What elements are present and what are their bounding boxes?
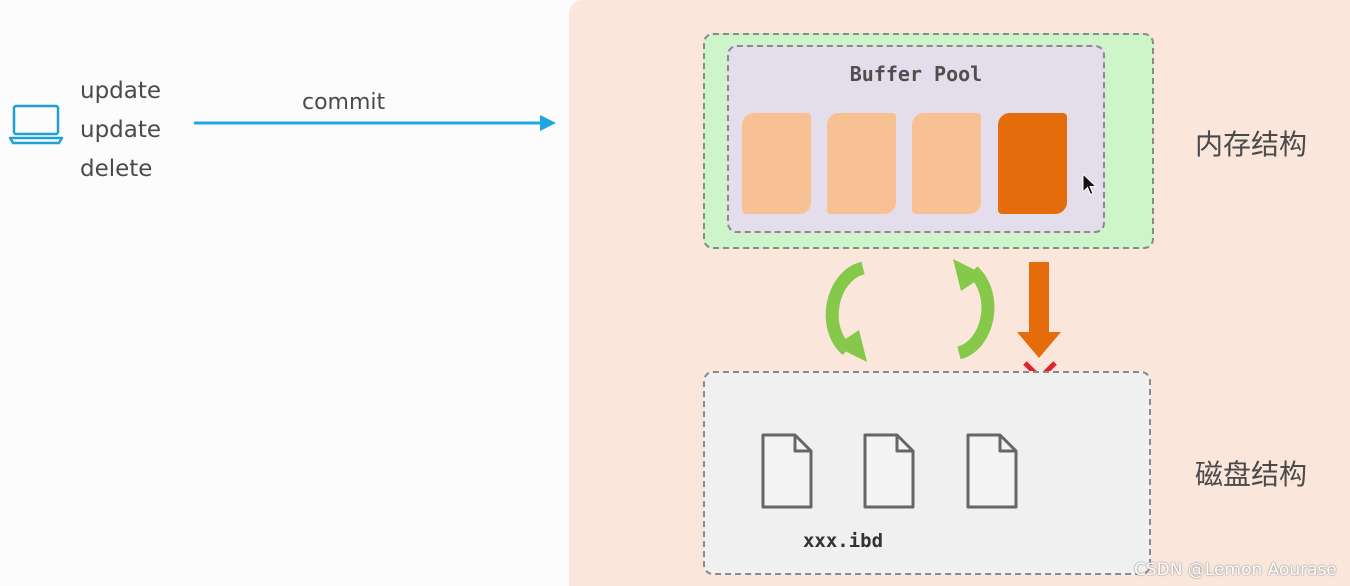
- watermark: CSDN @Lemon Aourase: [1134, 560, 1337, 580]
- operation-item: update: [80, 78, 162, 104]
- buffer-page: [827, 113, 896, 214]
- file-icon: [761, 433, 813, 509]
- buffer-page: [912, 113, 981, 214]
- cycle-arrow-right: [953, 259, 995, 360]
- flush-down-arrow: [1017, 262, 1061, 358]
- memory-structure-label: 内存结构: [1195, 128, 1308, 161]
- operation-item: delete: [80, 156, 153, 182]
- cycle-arrow-left: [825, 261, 867, 362]
- disk-structure-label: 磁盘结构: [1195, 458, 1308, 491]
- cursor-icon: [1082, 172, 1098, 196]
- dirty-buffer-page: [998, 113, 1067, 214]
- operations-list: update update delete: [80, 72, 161, 189]
- commit-arrow: [194, 115, 556, 131]
- buffer-page: [742, 113, 811, 214]
- operation-item: update: [80, 117, 162, 143]
- file-icon: [863, 433, 915, 509]
- buffer-pool-title: Buffer Pool: [849, 62, 983, 86]
- commit-label: commit: [302, 90, 386, 115]
- file-icon: [966, 433, 1018, 509]
- ibd-file-label: xxx.ibd: [802, 530, 884, 552]
- laptop-icon: [8, 104, 64, 145]
